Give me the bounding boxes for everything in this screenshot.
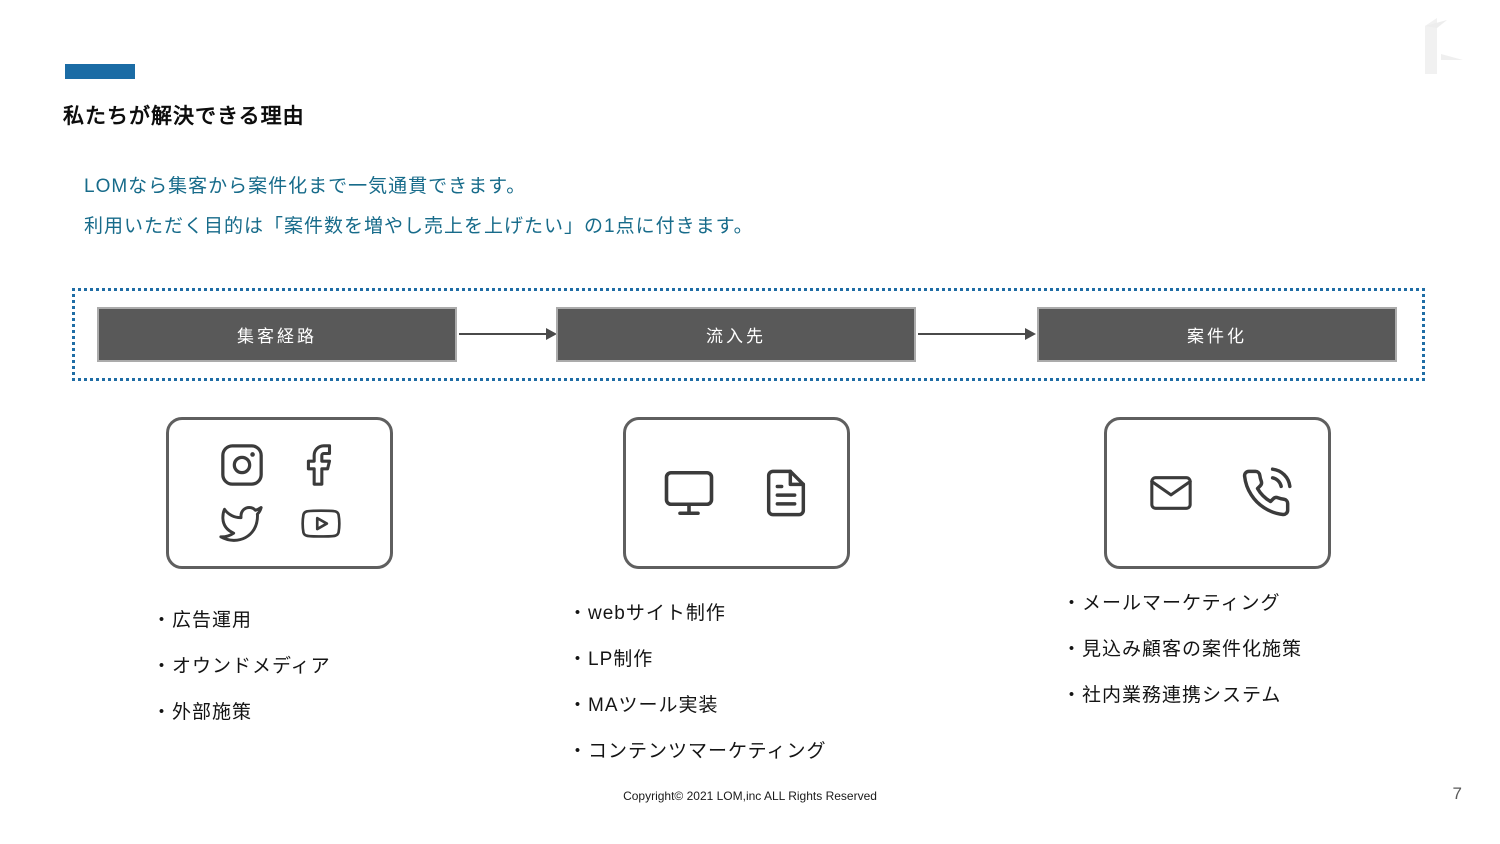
icon-row bbox=[215, 502, 345, 546]
flow-step-conversion: 案件化 bbox=[1037, 307, 1397, 362]
phone-icon bbox=[1240, 467, 1292, 519]
icon-row bbox=[219, 440, 341, 490]
mail-icon bbox=[1144, 470, 1198, 516]
channel-card-social bbox=[166, 417, 393, 569]
list-item: ・広告運用 bbox=[152, 610, 253, 631]
flow-arrow-1 bbox=[459, 328, 557, 340]
flow-step-label: 案件化 bbox=[1187, 327, 1247, 346]
facebook-icon bbox=[295, 440, 341, 490]
arrow-head-icon bbox=[546, 328, 557, 340]
channel-card-web bbox=[623, 417, 850, 569]
flow-diagram: 集客経路 流入先 案件化 bbox=[72, 288, 1425, 381]
list-item: ・webサイト制作 bbox=[568, 603, 726, 624]
icon-row bbox=[662, 465, 812, 521]
channel-card-contact bbox=[1104, 417, 1331, 569]
list-item: ・外部施策 bbox=[152, 702, 253, 723]
page-title: 私たちが解決できる理由 bbox=[63, 105, 305, 128]
list-item: ・LP制作 bbox=[568, 649, 654, 670]
arrow-head-icon bbox=[1025, 328, 1036, 340]
instagram-icon bbox=[219, 442, 265, 488]
list-item: ・見込み顧客の案件化施策 bbox=[1062, 639, 1303, 660]
flow-step-destination: 流入先 bbox=[556, 307, 916, 362]
list-item: ・MAツール実装 bbox=[568, 695, 719, 716]
flow-step-acquisition: 集客経路 bbox=[97, 307, 457, 362]
document-icon bbox=[760, 465, 812, 521]
flow-arrow-2 bbox=[918, 328, 1036, 340]
page-number: 7 bbox=[1452, 784, 1462, 803]
youtube-icon bbox=[297, 504, 345, 544]
icon-row bbox=[1144, 467, 1292, 519]
list-item: ・社内業務連携システム bbox=[1062, 685, 1282, 706]
list-item: ・コンテンツマーケティング bbox=[568, 741, 827, 762]
list-conversion-measures: ・メールマーケティング ・見込み顧客の案件化施策 ・社内業務連携システム bbox=[1062, 593, 1302, 731]
copyright-footer: Copyright© 2021 LOM,inc ALL Rights Reser… bbox=[623, 789, 877, 803]
twitter-icon bbox=[215, 502, 267, 546]
monitor-icon bbox=[662, 466, 716, 520]
list-item: ・メールマーケティング bbox=[1062, 593, 1281, 614]
list-item: ・オウンドメディア bbox=[152, 656, 331, 677]
flow-step-label: 集客経路 bbox=[237, 327, 317, 346]
title-accent-bar bbox=[65, 64, 135, 79]
intro-line-2: 利用いただく目的は「案件数を増やし売上を上げたい」の1点に付きます。 bbox=[84, 216, 754, 237]
intro-line-1: LOMなら集客から案件化まで一気通貫できます。 bbox=[84, 176, 527, 197]
list-social-measures: ・広告運用 ・オウンドメディア ・外部施策 bbox=[152, 610, 331, 748]
flow-step-label: 流入先 bbox=[706, 327, 766, 346]
company-logo bbox=[1411, 12, 1463, 79]
list-web-measures: ・webサイト制作 ・LP制作 ・MAツール実装 ・コンテンツマーケティング bbox=[568, 603, 826, 787]
